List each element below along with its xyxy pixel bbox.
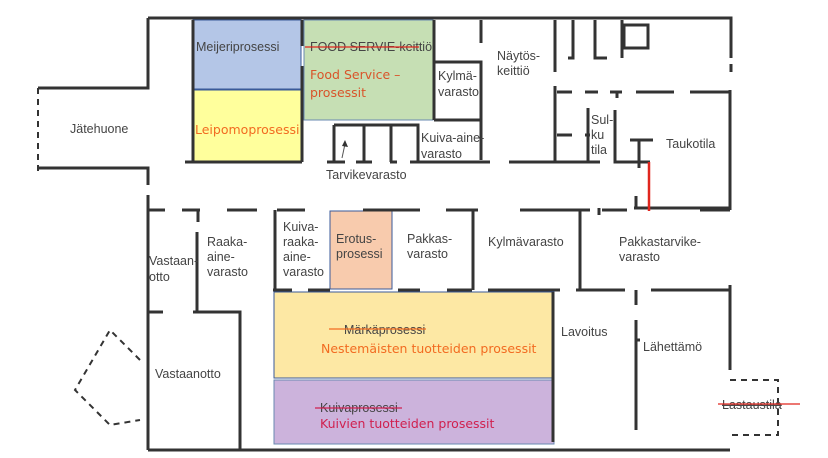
- room-jatehuone: Jätehuone: [70, 122, 128, 136]
- room-raaka-1: Raaka-: [207, 235, 247, 249]
- room-pakkastarvike-2: varasto: [619, 250, 660, 264]
- room-kuiva-raaka-3: aine-: [283, 250, 311, 264]
- room-kylma-top-2: varasto: [438, 85, 479, 99]
- room-pakkastarvike-1: Pakkastarvike-: [619, 235, 701, 249]
- room-vastaanotto: Vastaanotto: [155, 367, 221, 381]
- room-tarvikevarasto: Tarvikevarasto: [326, 168, 407, 182]
- room-kuiva-raaka-2: raaka-: [283, 235, 318, 249]
- room-kuiva-aine-2: varasto: [421, 147, 462, 161]
- room-pakkasvarasto-1: Pakkas-: [407, 232, 452, 246]
- room-lahettamo: Lähettämö: [643, 340, 702, 354]
- label-food-new-2: prosessit: [310, 85, 366, 100]
- walls: [37, 16, 779, 452]
- room-raaka-3: varasto: [207, 265, 248, 279]
- zone-erotus[interactable]: [329, 210, 393, 290]
- zone-marka[interactable]: [273, 291, 555, 379]
- zone-food-service[interactable]: [303, 19, 434, 121]
- room-kylma-top-1: Kylmä-: [438, 69, 477, 83]
- room-lavoitus: Lavoitus: [561, 325, 608, 339]
- room-naytoskeittio-1: Näytös-: [497, 49, 540, 63]
- room-sulkutila-2: ku: [591, 128, 604, 142]
- label-meijeriprosessi: Meijeriprosessi: [196, 40, 279, 54]
- room-vastaanotto-small-2: otto: [149, 270, 170, 284]
- label-leipomoprosessi: Leipomoprosessi: [195, 122, 299, 137]
- label-erotus-1: Erotus-: [336, 232, 376, 246]
- zone-leipomo[interactable]: [192, 89, 302, 163]
- room-vastaanotto-small-1: Vastaan-: [149, 254, 198, 268]
- room-kuiva-raaka-1: Kuiva-: [283, 220, 318, 234]
- label-food-new-1: Food Service –: [310, 67, 400, 82]
- room-raaka-2: aine-: [207, 250, 235, 264]
- room-sulkutila-3: tila: [591, 143, 607, 157]
- label-marka-old: Märkäprosessi: [344, 323, 425, 337]
- room-kuiva-raaka-4: varasto: [283, 265, 324, 279]
- room-kuiva-aine-1: Kuiva-aine-: [421, 131, 484, 145]
- label-marka-new: Nestemäisten tuotteiden prosessit: [321, 341, 537, 356]
- label-kuiva-new: Kuivien tuotteiden prosessit: [320, 416, 495, 431]
- room-lastaustila: Lastaustila: [722, 398, 782, 412]
- label-erotus-2: prosessi: [336, 247, 383, 261]
- room-kylmavarasto: Kylmävarasto: [488, 235, 564, 249]
- room-sulkutila-1: Sul-: [591, 113, 613, 127]
- zone-kuiva[interactable]: [273, 379, 555, 445]
- room-taukotila: Taukotila: [666, 137, 715, 151]
- room-naytoskeittio-2: keittiö: [497, 64, 530, 78]
- room-pakkasvarasto-2: varasto: [407, 247, 448, 261]
- zone-meijeri[interactable]: [192, 19, 302, 90]
